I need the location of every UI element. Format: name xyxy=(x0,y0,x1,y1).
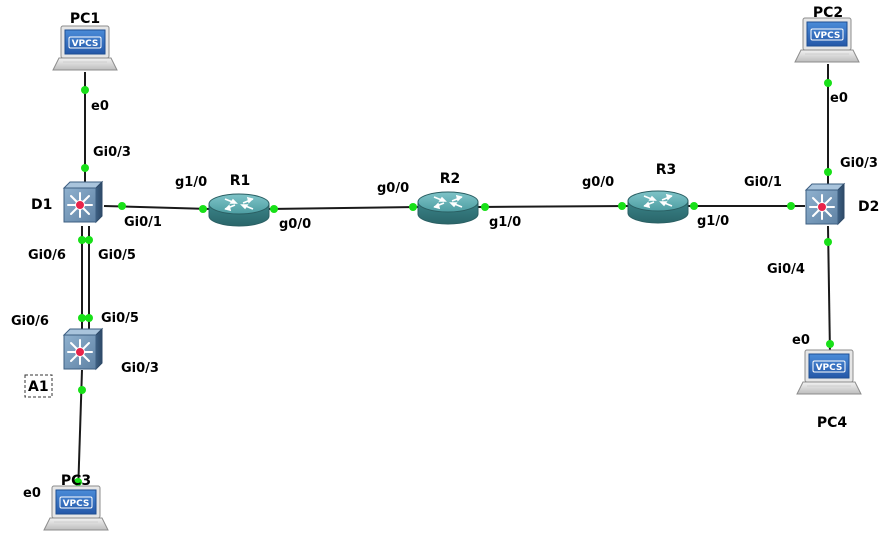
port-dot-d2-gi03 xyxy=(824,168,832,176)
r3-label: R3 xyxy=(656,162,677,178)
switch-icon xyxy=(63,181,103,223)
port-label-pc2-e0: e0 xyxy=(830,91,848,106)
r2-router[interactable] xyxy=(417,191,479,225)
pc2-label: PC2 xyxy=(813,5,843,21)
link-d2-pc4[interactable] xyxy=(827,225,831,355)
switch-icon xyxy=(805,183,845,225)
port-dot-a1-gi06 xyxy=(78,314,86,322)
port-dot-r1-g00 xyxy=(270,205,278,213)
port-label-r2-g00: g0/0 xyxy=(377,181,409,196)
port-dot-r2-g10 xyxy=(481,203,489,211)
port-label-d2-gi01: Gi0/1 xyxy=(744,175,782,190)
port-dot-pc2-e0 xyxy=(824,79,832,87)
port-label-d1-gi06: Gi0/6 xyxy=(28,248,66,263)
pc3-screen-text: VPCS xyxy=(63,499,90,509)
a1-label-box xyxy=(24,374,53,398)
port-dot-d1-gi06 xyxy=(78,236,86,244)
port-label-pc3-e0: e0 xyxy=(23,486,41,501)
switch-icon xyxy=(63,328,103,370)
port-label-d1-gi01: Gi0/1 xyxy=(124,215,162,230)
r1-router[interactable] xyxy=(208,193,270,227)
port-dot-a1-gi05 xyxy=(85,314,93,322)
pc4-label: PC4 xyxy=(817,415,848,431)
d1-label: D1 xyxy=(31,197,52,213)
port-dot-r2-g00 xyxy=(409,203,417,211)
port-dot-d2-gi04 xyxy=(824,238,832,246)
node-labels: PC1 PC2 PC4 PC3 D1 D2 A1 R1 R2 R3 xyxy=(28,5,879,489)
port-dot-pc1-e0 xyxy=(81,86,89,94)
port-dot-r3-g10 xyxy=(690,202,698,210)
port-label-r2-g10: g1/0 xyxy=(489,215,521,230)
r3-router[interactable] xyxy=(627,190,689,224)
pc1-screen-text: VPCS xyxy=(72,39,99,49)
port-label-pc1-e0: e0 xyxy=(91,99,109,114)
port-label-r1-g00: g0/0 xyxy=(279,217,311,232)
link-r1-r2[interactable] xyxy=(267,206,419,210)
pc1-node[interactable]: VPCS xyxy=(52,25,118,71)
router-icon xyxy=(417,191,479,225)
a1-switch[interactable] xyxy=(63,328,103,370)
pc4-node[interactable]: VPCS xyxy=(796,349,862,395)
pc1-label: PC1 xyxy=(70,11,100,27)
router-icon xyxy=(627,190,689,224)
link-r2-r3[interactable] xyxy=(477,205,631,208)
port-label-r3-g10: g1/0 xyxy=(697,214,729,229)
r1-label: R1 xyxy=(230,173,251,189)
port-label-a1-gi03: Gi0/3 xyxy=(121,361,159,376)
pc3-node[interactable]: VPCS xyxy=(43,485,109,531)
port-label-a1-gi05: Gi0/5 xyxy=(101,311,139,326)
port-label-pc4-e0: e0 xyxy=(792,333,810,348)
port-dot-d1-gi05 xyxy=(85,236,93,244)
port-dot-r3-g00 xyxy=(618,202,626,210)
pc3-label: PC3 xyxy=(61,473,91,489)
a1-label: A1 xyxy=(28,379,49,395)
port-dot-pc3-e0 xyxy=(74,478,82,486)
port-dots xyxy=(74,79,834,486)
d2-label: D2 xyxy=(858,199,879,215)
port-label-d2-gi04: Gi0/4 xyxy=(767,262,805,277)
port-label-r1-g10: g1/0 xyxy=(175,175,207,190)
d2-switch[interactable] xyxy=(805,183,845,225)
port-label-r3-g00: g0/0 xyxy=(582,175,614,190)
d1-switch[interactable] xyxy=(63,181,103,223)
port-dot-a1-gi03 xyxy=(78,386,86,394)
links xyxy=(77,64,831,495)
r2-label: R2 xyxy=(440,171,461,187)
port-label-d2-gi03: Gi0/3 xyxy=(840,156,878,171)
port-dot-d1-gi03 xyxy=(81,164,89,172)
port-label-a1-gi06: Gi0/6 xyxy=(11,314,49,329)
port-label-d1-gi03: Gi0/3 xyxy=(93,145,131,160)
router-icon xyxy=(208,193,270,227)
port-dot-d1-gi01 xyxy=(118,202,126,210)
port-label-d1-gi05: Gi0/5 xyxy=(98,248,136,263)
port-dot-pc4-e0 xyxy=(826,340,834,348)
port-labels: e0 Gi0/3 Gi0/1 g1/0 g0/0 g0/0 g1/0 g0/0 … xyxy=(11,91,878,501)
pc4-screen-text: VPCS xyxy=(816,363,843,373)
port-dot-r1-g10 xyxy=(199,205,207,213)
port-dot-d2-gi01 xyxy=(787,202,795,210)
pc2-screen-text: VPCS xyxy=(814,31,841,41)
pc2-node[interactable]: VPCS xyxy=(794,17,860,63)
